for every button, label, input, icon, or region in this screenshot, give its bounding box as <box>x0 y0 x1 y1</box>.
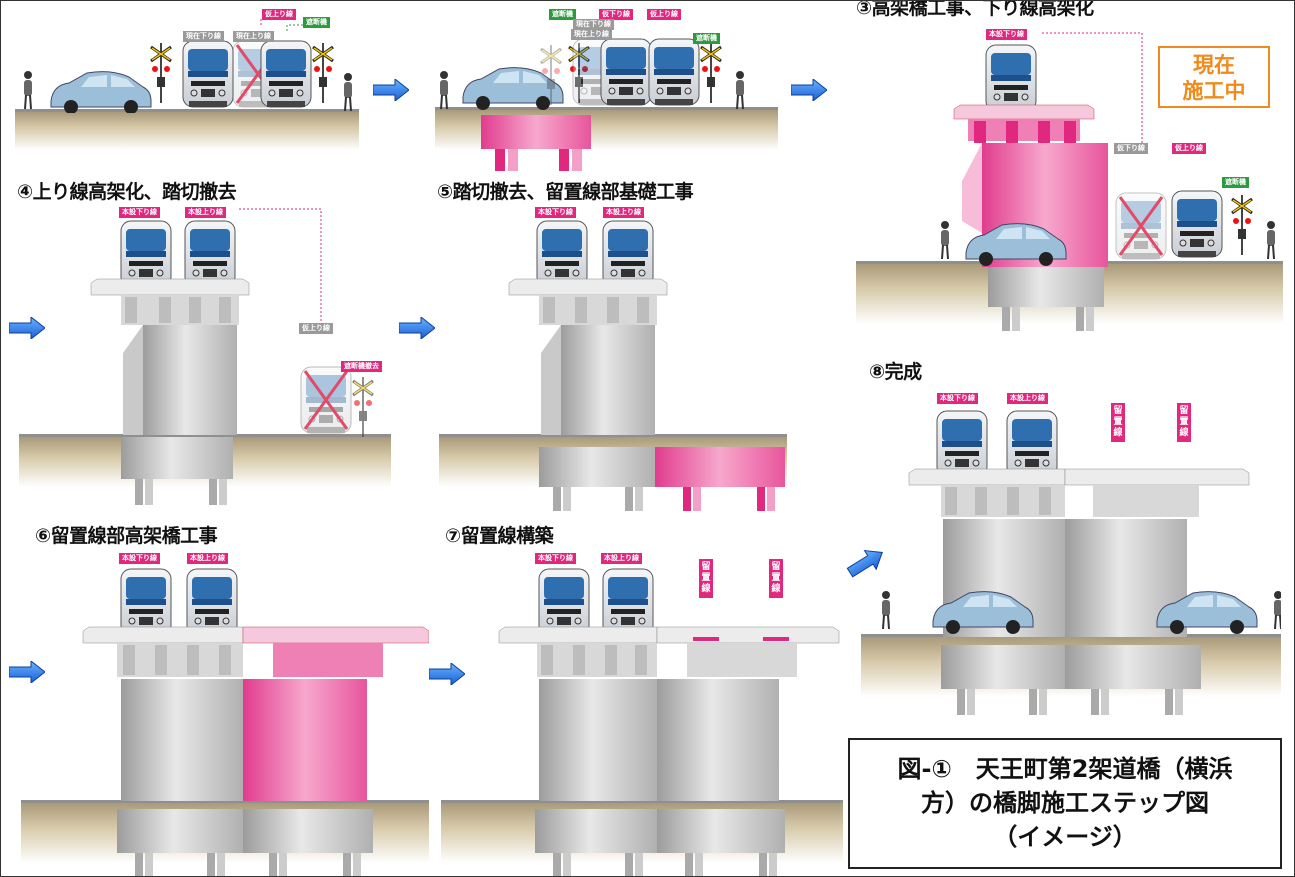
step-arrow-icon <box>846 549 883 578</box>
step-5-title: ⑤踏切撤去、留置線部基礎工事 <box>437 181 694 203</box>
caption-line-3: （イメージ） <box>993 823 1137 851</box>
step-arrow-icon <box>373 79 409 101</box>
tag-temp-up: 仮上り線 <box>647 9 681 20</box>
step-arrow-icon <box>399 317 435 339</box>
step-2-panel: 遮断機 仮下り線 仮上り線 現在下り線 現在上り線 遮断機 <box>435 1 778 171</box>
tag-crossing: 遮断機 <box>549 9 576 20</box>
ground-surface <box>21 800 429 803</box>
step-8-panel: 本設下り線 本設上り線 留置線 留置線 <box>861 385 1281 721</box>
tag-main-down: 本設下り線 <box>937 393 978 404</box>
step-2-scene <box>439 38 745 171</box>
step-4-title: ④上り線高架化、踏切撤去 <box>17 181 237 203</box>
tag-current-up: 現在上り線 <box>571 29 612 40</box>
step-1-panel: 仮上り線 現在下り線 現在上り線 遮断機 <box>15 1 359 151</box>
tag-siding: 留置線 <box>1177 403 1191 442</box>
step-7-title: ⑦留置線構築 <box>445 525 554 547</box>
badge-line-2: 施工中 <box>1182 79 1246 103</box>
ground <box>15 112 359 150</box>
tag-temp-up: 仮上り線 <box>1172 143 1206 154</box>
tag-crossing: 遮断機 <box>693 33 720 44</box>
tag-temp-up: 仮上り線 <box>299 323 333 334</box>
tag-main-down: 本設下り線 <box>535 207 576 218</box>
tag-main-down: 本設下り線 <box>119 553 160 564</box>
step-6-panel: 本設下り線 本設上り線 <box>21 547 429 876</box>
tag-temp-down: 仮下り線 <box>599 9 633 20</box>
ground-surface <box>15 109 359 112</box>
tag-main-up: 本設上り線 <box>187 553 228 564</box>
ground-surface <box>439 434 787 437</box>
tag-current-down: 現在下り線 <box>573 19 614 30</box>
tag-main-down: 本設下り線 <box>535 553 576 564</box>
ground-surface <box>19 434 391 437</box>
tag-main-up: 本設上り線 <box>1007 393 1048 404</box>
tag-temp-up: 仮上り線 <box>262 9 296 20</box>
step-8-scene <box>881 410 1281 715</box>
ground-surface <box>441 800 843 803</box>
step-5-panel: 本設下り線 本設上り線 <box>439 203 787 513</box>
step-6-title: ⑥留置線部高架橋工事 <box>35 525 218 547</box>
tag-crossing: 遮断機 <box>303 17 330 28</box>
step-7-panel: 本設下り線 本設上り線 留置線 留置線 <box>441 547 843 876</box>
step-3-title: ③高架橋工事、下り線高架化 <box>856 0 1094 19</box>
tag-siding: 留置線 <box>769 559 783 598</box>
tag-siding: 留置線 <box>699 559 713 598</box>
tag-main-down: 本設下り線 <box>119 207 160 218</box>
tag-main-up: 本設上り線 <box>185 207 226 218</box>
step-arrow-icon <box>9 661 45 683</box>
tag-main-down: 本設下り線 <box>986 29 1027 40</box>
ground-surface <box>435 107 778 110</box>
figure-caption: 図-① 天王町第2架道橋（横浜 方）の橋脚施工ステップ図 （イメージ） <box>848 738 1282 869</box>
tag-main-up: 本設上り線 <box>601 553 642 564</box>
step-5-scene <box>508 220 785 511</box>
tag-temp-down: 仮下り線 <box>1114 143 1148 154</box>
step-arrow-icon <box>429 663 465 685</box>
tag-current-down: 現在下り線 <box>183 31 224 42</box>
step-3-panel: 本設下り線 仮下り線 仮上り線 遮断機 <box>856 21 1283 341</box>
tag-current-up: 現在上り線 <box>233 31 274 42</box>
step-arrow-icon <box>791 79 827 101</box>
tag-crossing-removal: 遮断機撤去 <box>341 361 382 372</box>
tag-crossing: 遮断機 <box>1222 177 1249 188</box>
badge-line-1: 現在 <box>1193 53 1235 77</box>
tag-main-up: 本設上り線 <box>603 207 644 218</box>
caption-line-2: 方）の橋脚施工ステップ図 <box>921 789 1209 817</box>
step-4-scene <box>90 208 375 505</box>
tag-siding: 留置線 <box>1111 403 1125 442</box>
step-8-title: ⑧完成 <box>869 361 922 383</box>
step-7-scene <box>498 568 840 876</box>
caption-line-1: 図-① 天王町第2架道橋（横浜 <box>897 755 1233 783</box>
step-4-panel: 本設下り線 本設上り線 仮上り線 遮断機撤去 <box>19 203 391 513</box>
current-construction-badge: 現在 施工中 <box>1158 46 1270 108</box>
step-3-scene <box>940 32 1276 331</box>
step-arrow-icon <box>9 317 45 339</box>
step-6-scene <box>82 568 429 876</box>
